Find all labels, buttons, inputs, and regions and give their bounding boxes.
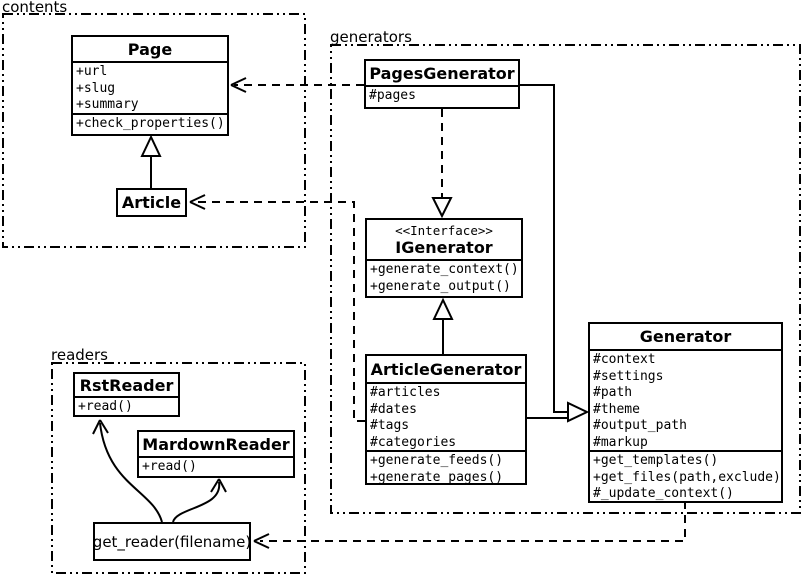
package-label-contents: contents bbox=[2, 0, 68, 16]
class-page-methods: +check_properties() bbox=[73, 113, 227, 134]
class-rstreader-methods: +read() bbox=[75, 396, 178, 415]
class-article: Article bbox=[116, 188, 187, 217]
attribute: #theme bbox=[593, 401, 640, 417]
attribute: +summary bbox=[76, 97, 139, 112]
class-articlegenerator: ArticleGenerator #articles #dates #tags … bbox=[365, 354, 527, 485]
class-igenerator: <<Interface>> IGenerator +generate_conte… bbox=[365, 218, 523, 298]
attribute: #settings bbox=[593, 368, 664, 384]
class-pagesgenerator: PagesGenerator #pages bbox=[364, 59, 520, 109]
class-generator-attributes: #context #settings #path #theme #output_… bbox=[590, 349, 781, 450]
attribute: #categories bbox=[370, 434, 457, 450]
class-mardownreader: MardownReader +read() bbox=[137, 430, 295, 478]
method: +get_templates() bbox=[593, 453, 719, 468]
package-label-generators: generators bbox=[330, 28, 412, 46]
class-article-title: Article bbox=[121, 193, 182, 212]
class-generator: Generator #context #settings #path #them… bbox=[588, 322, 783, 503]
method: +generate_feeds() bbox=[370, 453, 504, 468]
method: +read() bbox=[78, 399, 133, 414]
attribute: #dates bbox=[370, 401, 417, 417]
attribute: #markup bbox=[593, 434, 648, 450]
class-igenerator-header: <<Interface>> IGenerator bbox=[367, 220, 521, 259]
attribute: #context bbox=[593, 352, 656, 367]
class-mardownreader-title: MardownReader bbox=[142, 434, 290, 454]
class-articlegenerator-attributes: #articles #dates #tags #categories bbox=[367, 382, 525, 450]
method: #_update_context() bbox=[593, 486, 734, 501]
attribute: +url bbox=[76, 64, 108, 79]
method: +get_files(path,exclude) bbox=[593, 469, 781, 485]
realization-pagesgenerator-to-igenerator bbox=[431, 109, 453, 219]
class-generator-methods: +get_templates() +get_files(path,exclude… bbox=[590, 450, 781, 501]
class-generator-title: Generator bbox=[639, 327, 732, 346]
dependency-articlegenerator-to-article bbox=[189, 194, 365, 422]
class-igenerator-methods: +generate_context() +generate_output() bbox=[367, 259, 521, 296]
class-page: Page +url +slug +summary +check_properti… bbox=[71, 35, 229, 136]
method: +generate_output() bbox=[370, 278, 511, 294]
package-label-readers: readers bbox=[51, 346, 108, 364]
association-getreader-to-mardownreader bbox=[172, 478, 227, 523]
dependency-generator-to-getreader bbox=[253, 501, 686, 549]
generalization-triangle-generator bbox=[567, 401, 590, 423]
method: +check_properties() bbox=[76, 116, 225, 131]
class-rstreader: RstReader +read() bbox=[73, 372, 180, 417]
class-page-title: Page bbox=[127, 39, 173, 59]
class-igenerator-title: IGenerator bbox=[395, 238, 493, 257]
attribute: +slug bbox=[76, 80, 116, 96]
class-rstreader-title: RstReader bbox=[79, 375, 174, 395]
class-articlegenerator-methods: +generate_feeds() +generate_pages() bbox=[367, 450, 525, 483]
method: +read() bbox=[142, 459, 197, 474]
dependency-pagesgenerator-to-page bbox=[230, 77, 364, 93]
attribute: #output_path bbox=[593, 418, 687, 433]
attribute: #tags bbox=[370, 418, 410, 433]
class-page-attributes: +url +slug +summary bbox=[73, 61, 227, 113]
class-pagesgenerator-title: PagesGenerator bbox=[369, 63, 515, 83]
function-get-reader: get_reader(filename) bbox=[93, 522, 251, 561]
attribute: #path bbox=[593, 385, 633, 400]
method: +generate_context() bbox=[370, 262, 519, 277]
attribute: #articles bbox=[370, 385, 441, 400]
class-articlegenerator-title: ArticleGenerator bbox=[370, 359, 522, 379]
method: +generate_pages() bbox=[370, 469, 504, 484]
generalization-article-to-page bbox=[140, 134, 162, 188]
attribute: #pages bbox=[369, 88, 416, 103]
stereotype: <<Interface>> bbox=[395, 223, 493, 238]
class-pagesgenerator-attributes: #pages bbox=[366, 85, 518, 107]
class-mardownreader-methods: +read() bbox=[139, 456, 293, 476]
generalization-articlegenerator-to-igenerator bbox=[432, 297, 454, 354]
